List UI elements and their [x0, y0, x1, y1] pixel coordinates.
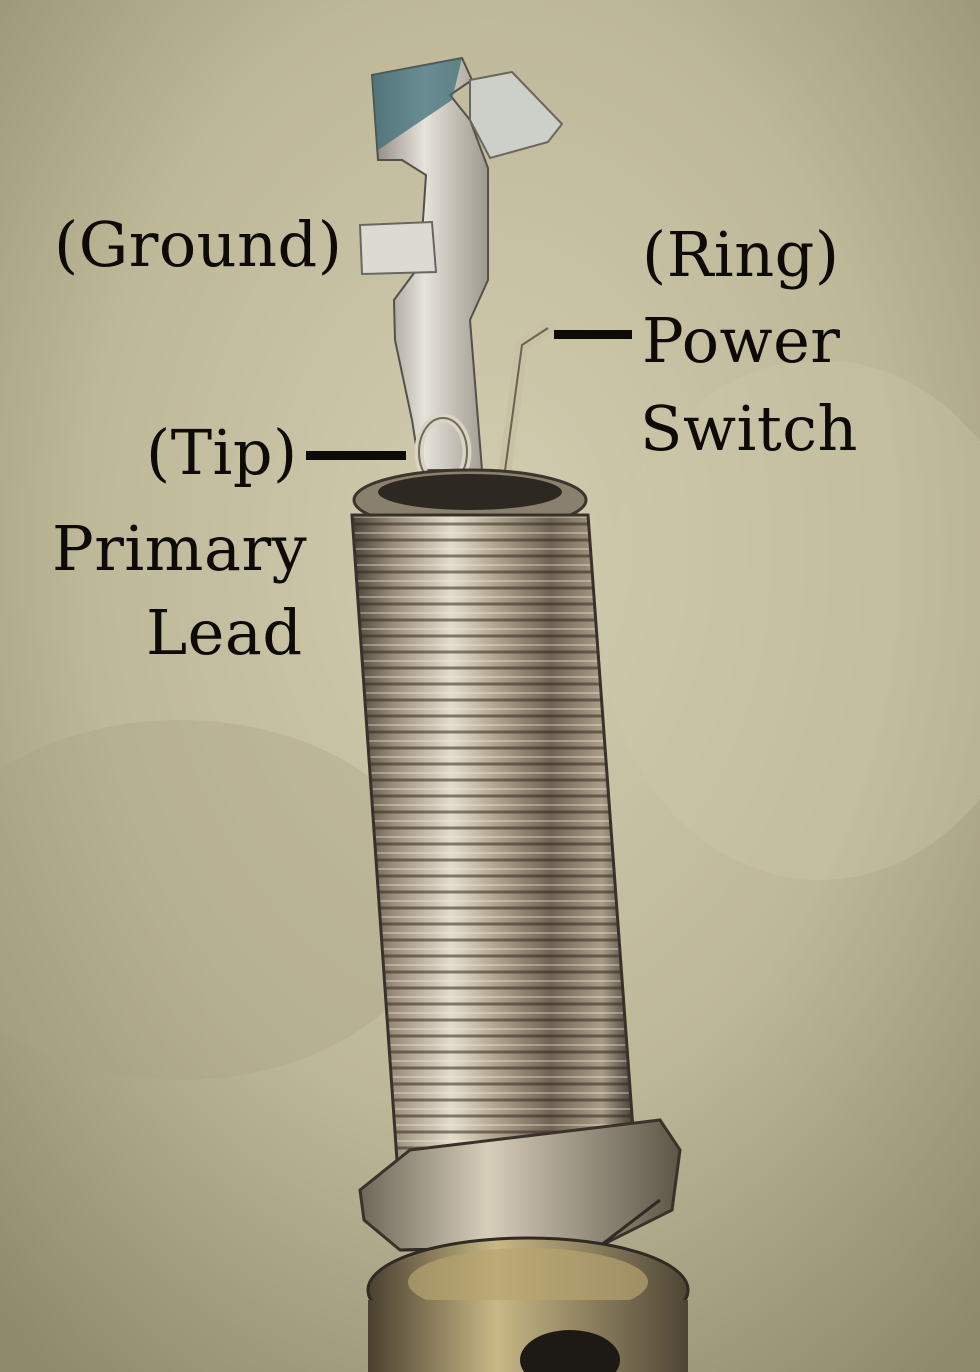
- ground-label: (Ground): [54, 208, 343, 281]
- lead-label: Lead: [146, 596, 303, 669]
- power-label: Power: [642, 304, 841, 377]
- ring-leader-line: [554, 330, 632, 339]
- tip-label: (Tip): [146, 416, 298, 489]
- ring-label: (Ring): [642, 218, 840, 291]
- switch-label: Switch: [640, 392, 858, 465]
- primary-label: Primary: [52, 512, 308, 585]
- tip-leader-line: [306, 451, 406, 460]
